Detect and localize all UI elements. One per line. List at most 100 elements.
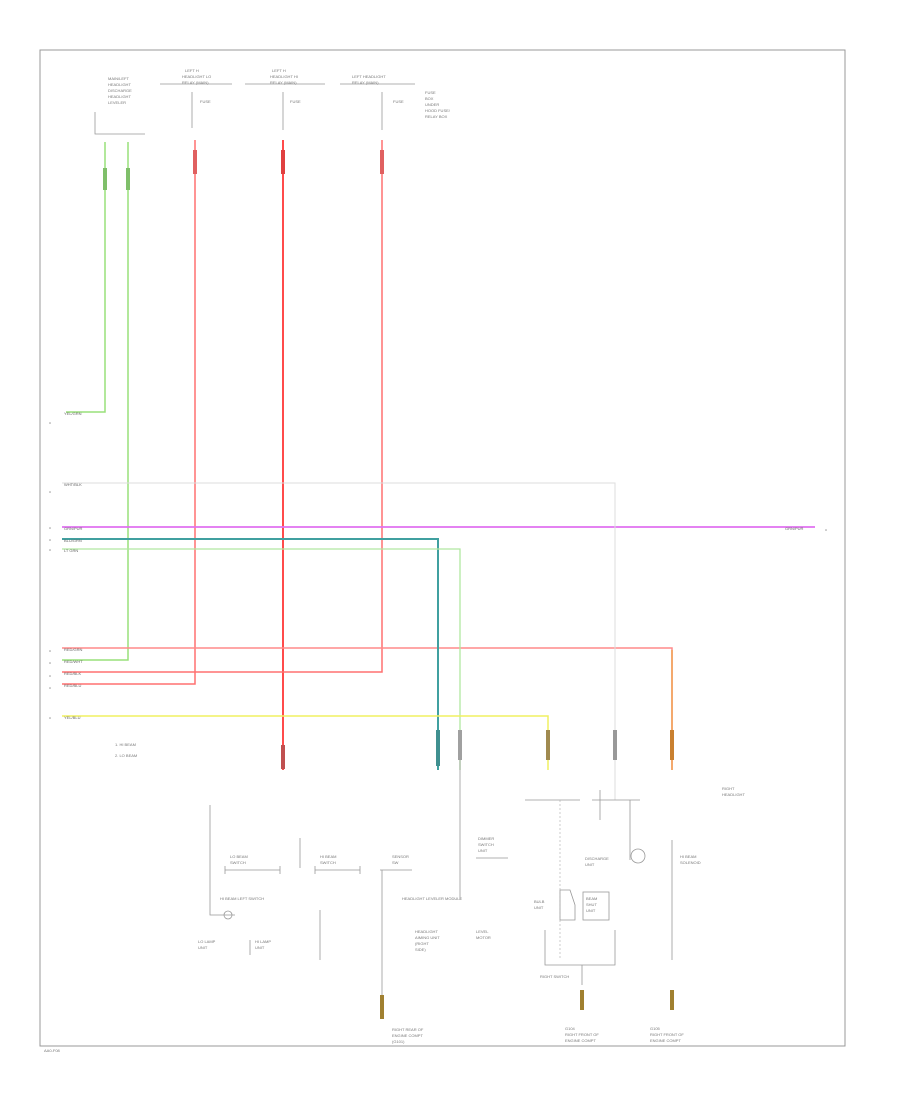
wire-label: YEL/GRN <box>64 411 82 416</box>
wire-label: YEL/BLU <box>64 715 81 720</box>
right-headlight-label: RIGHT <box>722 786 735 791</box>
svg-text:SWITCH: SWITCH <box>478 842 494 847</box>
svg-text:RIGHT FRONT OF: RIGHT FRONT OF <box>650 1032 684 1037</box>
wire-red-orange <box>62 647 674 770</box>
svg-text:RIGHT REAR OF: RIGHT REAR OF <box>392 1027 424 1032</box>
svg-text:HI BEAM LEFT SWITCH: HI BEAM LEFT SWITCH <box>220 896 264 901</box>
svg-text:RIGHT FRONT OF: RIGHT FRONT OF <box>565 1032 599 1037</box>
wire-red-2 <box>281 140 285 770</box>
svg-text:G105: G105 <box>650 1026 661 1031</box>
wire-label: WHT/BLK <box>64 482 82 487</box>
svg-text:UNIT: UNIT <box>198 945 208 950</box>
connector-label: RELAY (MAIN) <box>270 80 297 85</box>
svg-text:UNIT: UNIT <box>585 862 595 867</box>
svg-text:(RIGHT: (RIGHT <box>415 941 429 946</box>
wire-yellow <box>62 715 550 770</box>
wire-blue-green <box>62 538 440 770</box>
wire-label: RED/BLK <box>64 671 81 676</box>
svg-text:HEADLIGHT: HEADLIGHT <box>415 929 438 934</box>
legend-line: FUSE <box>425 90 436 95</box>
wire-label: RED/GRN <box>64 647 83 652</box>
fuse-box-legend: FUSE BOX UNDER HOOD FUSE/ RELAY BOX <box>425 90 451 119</box>
connector-label: RELAY (MAIN) <box>352 80 379 85</box>
wire-label: RED/BLU <box>64 683 81 688</box>
sensor-switch: SENSOR SW <box>380 854 412 871</box>
connector-label: LEFT HEADLIGHT <box>352 74 386 79</box>
connector-label: RELAY (MAIN) <box>182 80 209 85</box>
svg-text:RIGHT SWITCH: RIGHT SWITCH <box>540 974 569 979</box>
hi-beam-switch: HI BEAM SWITCH <box>314 854 361 874</box>
legend-line: UNDER <box>425 102 439 107</box>
fuse-label: FUSE <box>200 99 211 104</box>
connector-label: HEADLIGHT HI <box>270 74 298 79</box>
wire-label-right: GRN/PUR <box>785 526 804 531</box>
wire-label: LT GRN <box>64 548 78 553</box>
connector-label: LEVELER <box>108 100 126 105</box>
wire-white-black <box>62 482 617 800</box>
right-headlight-label: HEADLIGHT <box>722 792 745 797</box>
connector-label: HEADLIGHT <box>108 94 131 99</box>
svg-text:ENGINE COMPT: ENGINE COMPT <box>565 1038 596 1043</box>
wire-label: BLU/GRN <box>64 538 82 543</box>
fuse-label: FUSE <box>393 99 404 104</box>
svg-text:LEVEL: LEVEL <box>476 929 489 934</box>
svg-text:AIMING UNIT: AIMING UNIT <box>415 935 440 940</box>
svg-text:G104: G104 <box>565 1026 576 1031</box>
svg-text:SIDE): SIDE) <box>415 947 426 952</box>
svg-text:SOLENOID: SOLENOID <box>680 860 701 865</box>
wire-red-3 <box>62 140 384 673</box>
footer-code: AA0-F08 <box>44 1048 61 1053</box>
diagram-frame <box>39 49 846 1047</box>
connector-label: LEFT H <box>272 68 286 73</box>
svg-text:SW: SW <box>392 860 399 865</box>
connector-label: DISCHARGE <box>108 88 132 93</box>
svg-text:SWITCH: SWITCH <box>230 860 246 865</box>
ground-connector-1: RIGHT REAR OF ENGINE COMPT (G101) <box>380 995 424 1044</box>
svg-text:SENSOR: SENSOR <box>392 854 409 859</box>
ground-connector-2: G104 RIGHT FRONT OF ENGINE COMPT <box>565 965 599 1043</box>
svg-text:HI BEAM: HI BEAM <box>680 854 696 859</box>
connector-label: HEADLIGHT <box>108 82 131 87</box>
svg-text:DISCHARGE: DISCHARGE <box>585 856 609 861</box>
legend-line: HOOD FUSE/ <box>425 108 451 113</box>
note-line: 2. LO BEAM <box>115 753 137 758</box>
leveler-module: HEADLIGHT LEVELER MODULE HEADLIGHT AIMIN… <box>381 760 462 1000</box>
ground-connector-3: G105 RIGHT FRONT OF ENGINE COMPT <box>650 990 684 1043</box>
svg-text:MOTOR: MOTOR <box>476 935 491 940</box>
right-headlight-assembly: DISCHARGE UNIT HI BEAM SOLENOID BULB UNI… <box>525 790 701 979</box>
svg-text:HI LAMP: HI LAMP <box>255 939 271 944</box>
lo-beam-switch: LO BEAM SWITCH <box>224 854 281 874</box>
svg-text:UNIT: UNIT <box>478 848 488 853</box>
connector-label: MAIN/LEFT <box>108 76 129 81</box>
left-markers <box>49 422 827 719</box>
svg-text:UNIT: UNIT <box>586 908 596 913</box>
wire-label: RED/WHT <box>64 659 83 664</box>
svg-text:(G101): (G101) <box>392 1039 405 1044</box>
svg-text:BEAM: BEAM <box>586 896 597 901</box>
svg-text:ENGINE COMPT: ENGINE COMPT <box>392 1033 423 1038</box>
connector-label: LEFT H <box>185 68 199 73</box>
svg-text:BULB: BULB <box>534 899 545 904</box>
svg-text:SWITCH: SWITCH <box>320 860 336 865</box>
lamp-units: LO LAMP UNIT HI LAMP UNIT <box>198 910 271 955</box>
legend-line: BOX <box>425 96 434 101</box>
fuse-label: FUSE <box>290 99 301 104</box>
connector-left-hi-relay: LEFT H HEADLIGHT HI RELAY (MAIN) FUSE <box>245 68 325 130</box>
wire-green-2 <box>62 142 130 661</box>
svg-text:SHUT: SHUT <box>586 902 597 907</box>
wire-green-1 <box>66 142 107 413</box>
svg-text:HI BEAM: HI BEAM <box>320 854 336 859</box>
note-line: 1. HI BEAM <box>115 742 136 747</box>
svg-text:UNIT: UNIT <box>534 905 544 910</box>
svg-text:LO LAMP: LO LAMP <box>198 939 216 944</box>
connector-main-left-headlight: MAIN/LEFT HEADLIGHT DISCHARGE HEADLIGHT … <box>94 76 145 135</box>
svg-text:DIMMER: DIMMER <box>478 836 494 841</box>
dimmer-switch-unit: DIMMER SWITCH UNIT LEVEL MOTOR <box>476 836 508 940</box>
wire-red-1 <box>62 140 197 685</box>
wire-label: GRN/PUR <box>64 526 83 531</box>
connector-left-lo-relay: LEFT H HEADLIGHT LO RELAY (MAIN) FUSE <box>160 68 232 128</box>
svg-text:LO BEAM: LO BEAM <box>230 854 248 859</box>
legend-line: RELAY BOX <box>425 114 448 119</box>
wire-light-green <box>62 548 462 770</box>
